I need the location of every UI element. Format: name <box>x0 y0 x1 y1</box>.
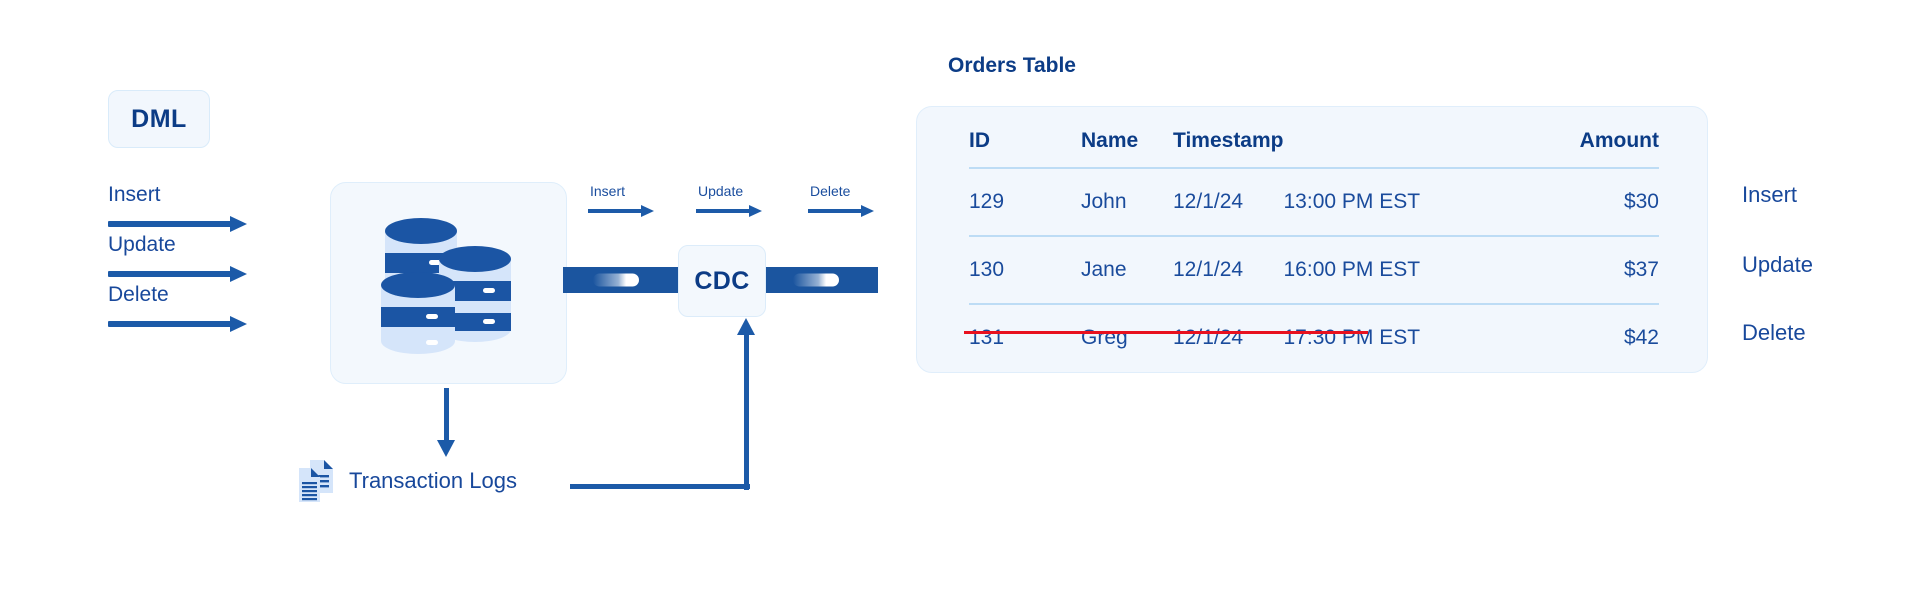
column-header-spacer <box>1283 121 1512 169</box>
cdc-box: CDC <box>678 245 766 317</box>
arrow-logs-to-cdc-icon <box>737 318 755 490</box>
dml-operation-delete: Delete <box>108 284 288 332</box>
column-header-name: Name <box>1081 121 1173 169</box>
dml-update-arrow-icon <box>108 266 288 282</box>
delete-strikethrough-line <box>964 331 1368 334</box>
transaction-logs-group: Transaction Logs <box>296 458 517 504</box>
cell-name: John <box>1081 168 1173 237</box>
cell-id: 130 <box>969 236 1081 305</box>
pipe-bead-icon <box>593 273 639 287</box>
cell-time: 13:00 PM EST <box>1283 168 1512 237</box>
documents-icon <box>299 460 333 502</box>
dml-insert-arrow-icon <box>108 216 288 232</box>
orders-table-card: ID Name Timestamp Amount 129 John 12/1/2… <box>916 106 1708 373</box>
transaction-logs-label: Transaction Logs <box>349 468 517 493</box>
cell-name: Greg <box>1081 326 1128 349</box>
orders-table: ID Name Timestamp Amount 129 John 12/1/2… <box>969 121 1659 371</box>
pipe-bead-icon <box>793 273 839 287</box>
cell-time: 17:30 PM EST <box>1283 326 1421 349</box>
table-row: 130 Jane 12/1/24 16:00 PM EST $37 <box>969 236 1659 305</box>
cell-time: 16:00 PM EST <box>1283 236 1512 305</box>
column-header-timestamp: Timestamp <box>1173 121 1284 169</box>
dml-operation-insert: Insert <box>108 184 288 232</box>
stream-op-insert: Insert <box>588 184 666 217</box>
column-header-amount: Amount <box>1511 121 1659 169</box>
table-header-row: ID Name Timestamp Amount <box>969 121 1659 169</box>
cell-amount: $37 <box>1511 236 1659 305</box>
column-header-id: ID <box>969 121 1081 169</box>
cell-date: 12/1/24 <box>1173 168 1284 237</box>
database-stack-icon <box>381 218 511 354</box>
pipe-db-to-cdc <box>563 267 678 293</box>
cdc-label: CDC <box>694 266 750 295</box>
stream-op-delete-label: Delete <box>810 183 851 199</box>
dml-operation-delete-label: Delete <box>108 283 169 306</box>
dml-operation-update: Update <box>108 234 288 282</box>
dml-badge-label: DML <box>131 104 187 133</box>
dml-operation-update-label: Update <box>108 233 176 256</box>
stream-delete-arrow-icon <box>808 205 886 217</box>
dml-delete-arrow-icon <box>108 316 288 332</box>
stream-insert-arrow-icon <box>588 205 666 217</box>
cell-name: Jane <box>1081 236 1173 305</box>
arrow-database-to-logs-icon <box>437 388 455 458</box>
stream-op-insert-label: Insert <box>590 183 626 199</box>
row-operation-delete: Delete <box>1742 320 1806 345</box>
stream-op-update-label: Update <box>698 183 744 199</box>
cell-id: 131 <box>969 326 1005 349</box>
cell-date: 12/1/24 <box>1173 236 1284 305</box>
table-row-deleted: 131 Greg 12/1/24 17:30 PM EST $42 <box>969 304 1659 371</box>
row-operation-insert: Insert <box>1742 182 1798 207</box>
cell-date: 12/1/24 <box>1173 326 1244 349</box>
table-row: 129 John 12/1/24 13:00 PM EST $30 <box>969 168 1659 237</box>
logs-connector-line <box>570 484 750 489</box>
database-panel <box>330 182 567 384</box>
cell-amount: $42 <box>1623 326 1659 349</box>
cell-amount: $30 <box>1511 168 1659 237</box>
stream-op-update: Update <box>696 184 774 217</box>
cell-id: 129 <box>969 168 1081 237</box>
stream-op-delete: Delete <box>808 184 886 217</box>
pipe-cdc-to-table <box>763 267 878 293</box>
orders-table-title: Orders Table <box>948 54 1076 77</box>
row-operation-update: Update <box>1742 252 1813 277</box>
stream-update-arrow-icon <box>696 205 774 217</box>
dml-operation-insert-label: Insert <box>108 183 161 206</box>
dml-badge: DML <box>108 90 210 148</box>
